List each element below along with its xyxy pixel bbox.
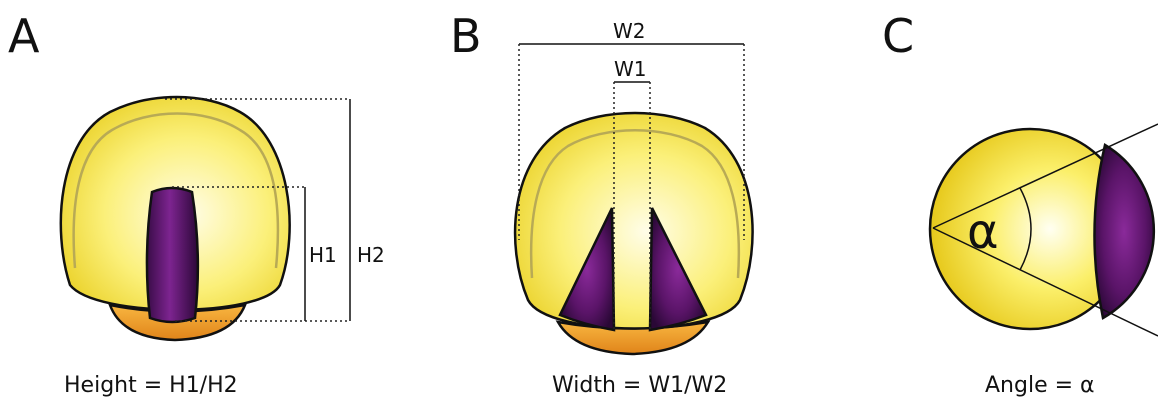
h2-label: H2 bbox=[357, 243, 385, 267]
panel-b-inner-arc bbox=[529, 129, 741, 279]
h1-label: H1 bbox=[309, 243, 337, 267]
alpha-label: α bbox=[967, 204, 999, 260]
angle-arc bbox=[1019, 187, 1032, 271]
panel-b: B W2 W1 Width = W1/W2 bbox=[450, 9, 754, 398]
angle-upper-line bbox=[932, 123, 1158, 229]
w2-label: W2 bbox=[613, 19, 646, 43]
panel-b-right-wedge bbox=[648, 207, 708, 332]
w1-label: W1 bbox=[614, 57, 647, 81]
panel-a: A H1 H2 Height = H1/H2 bbox=[8, 9, 385, 398]
panel-b-caption: Width = W1/W2 bbox=[552, 373, 727, 398]
angle-lower-line bbox=[932, 227, 1158, 337]
panel-a-caption: Height = H1/H2 bbox=[64, 373, 238, 398]
panel-b-letter: B bbox=[450, 9, 482, 63]
panel-c-letter: C bbox=[882, 9, 914, 63]
panel-b-left-wedge bbox=[558, 207, 616, 332]
panel-a-inner-arc bbox=[72, 112, 280, 269]
panel-c: C α Angle = α bbox=[882, 9, 1158, 398]
panel-b-body bbox=[513, 111, 754, 330]
panel-a-letter: A bbox=[8, 9, 40, 63]
panel-c-caption: Angle = α bbox=[985, 373, 1095, 398]
panel-c-crescent bbox=[1093, 143, 1156, 320]
panel-a-purple-bar bbox=[145, 186, 200, 324]
